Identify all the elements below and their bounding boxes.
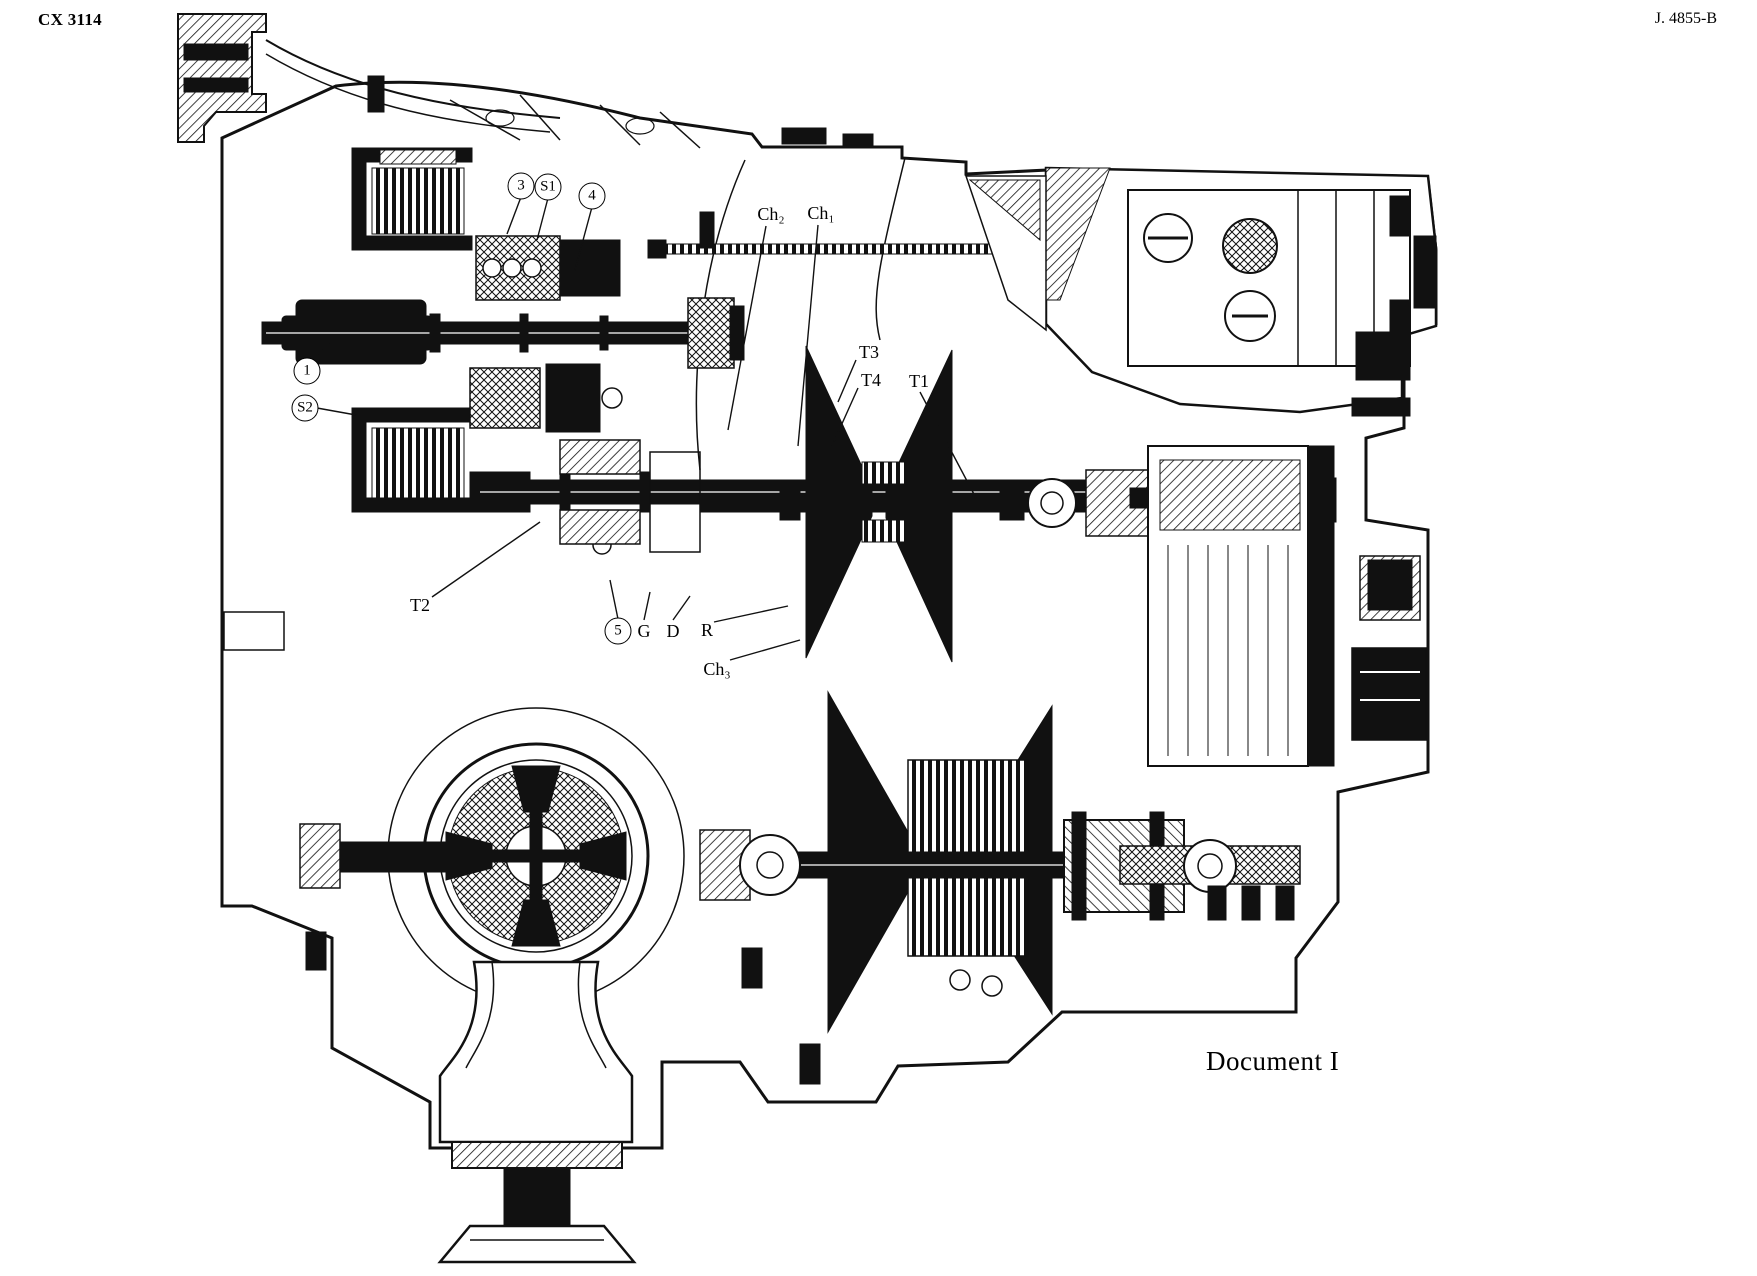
callout-s1: S1 bbox=[534, 173, 562, 201]
callout-d-label: D bbox=[666, 621, 680, 641]
callout-g-label: G bbox=[637, 621, 651, 641]
gear-cluster-mid bbox=[469, 363, 623, 555]
document-code-right: J. 4855-B bbox=[1654, 10, 1717, 27]
callout-r-label: R bbox=[700, 620, 714, 640]
callout-s2: S2 bbox=[291, 394, 319, 422]
gear-cluster-upper bbox=[475, 235, 621, 301]
callout-t1-label: T1 bbox=[909, 371, 929, 391]
callout-1-label: 1 bbox=[303, 362, 311, 379]
input-shaft bbox=[261, 297, 745, 369]
callout-4: 4 bbox=[578, 182, 606, 210]
callout-ch3-label: Ch₃ bbox=[703, 659, 731, 679]
oil-pump-assembly bbox=[964, 166, 1438, 417]
secondary-pulley bbox=[699, 690, 1301, 1034]
differential bbox=[299, 742, 650, 970]
document-caption: Document I bbox=[1206, 1046, 1340, 1076]
callout-t2: T2 bbox=[410, 596, 430, 614]
callout-t4: T4 bbox=[861, 371, 881, 389]
callout-3: 3 bbox=[507, 172, 535, 200]
callout-4-label: 4 bbox=[588, 187, 596, 204]
callout-s1-label: S1 bbox=[540, 178, 556, 195]
callout-5: 5 bbox=[604, 617, 632, 645]
callout-ch2: Ch₂ bbox=[757, 205, 784, 223]
callout-1: 1 bbox=[293, 357, 321, 385]
servo-cylinder bbox=[1147, 445, 1427, 767]
bolt bbox=[305, 75, 874, 1085]
output-trumpet bbox=[437, 960, 637, 1264]
callout-ch2-label: Ch₂ bbox=[757, 204, 785, 224]
callout-3-label: 3 bbox=[517, 177, 525, 194]
document-code-left: CX 3114 bbox=[38, 10, 102, 29]
callout-ch1-label: Ch₁ bbox=[807, 203, 835, 223]
mounting-bracket bbox=[177, 13, 267, 143]
clutch-pack-s1 bbox=[351, 147, 473, 251]
callout-g: G bbox=[638, 622, 651, 640]
leader-lines bbox=[310, 196, 977, 661]
callout-d: D bbox=[667, 622, 680, 640]
callout-t3-label: T3 bbox=[859, 342, 879, 362]
callout-t2-label: T2 bbox=[410, 595, 430, 615]
callout-t4-label: T4 bbox=[861, 370, 881, 390]
clutch-pack-s2 bbox=[351, 407, 473, 513]
callout-ch3: Ch₃ bbox=[703, 660, 730, 678]
callout-s2-label: S2 bbox=[297, 399, 313, 416]
callout-t1: T1 bbox=[909, 372, 929, 390]
callout-r: R bbox=[701, 621, 713, 639]
callout-ch1: Ch₁ bbox=[807, 204, 834, 222]
callout-5-label: 5 bbox=[614, 622, 622, 639]
callout-t3: T3 bbox=[859, 343, 879, 361]
